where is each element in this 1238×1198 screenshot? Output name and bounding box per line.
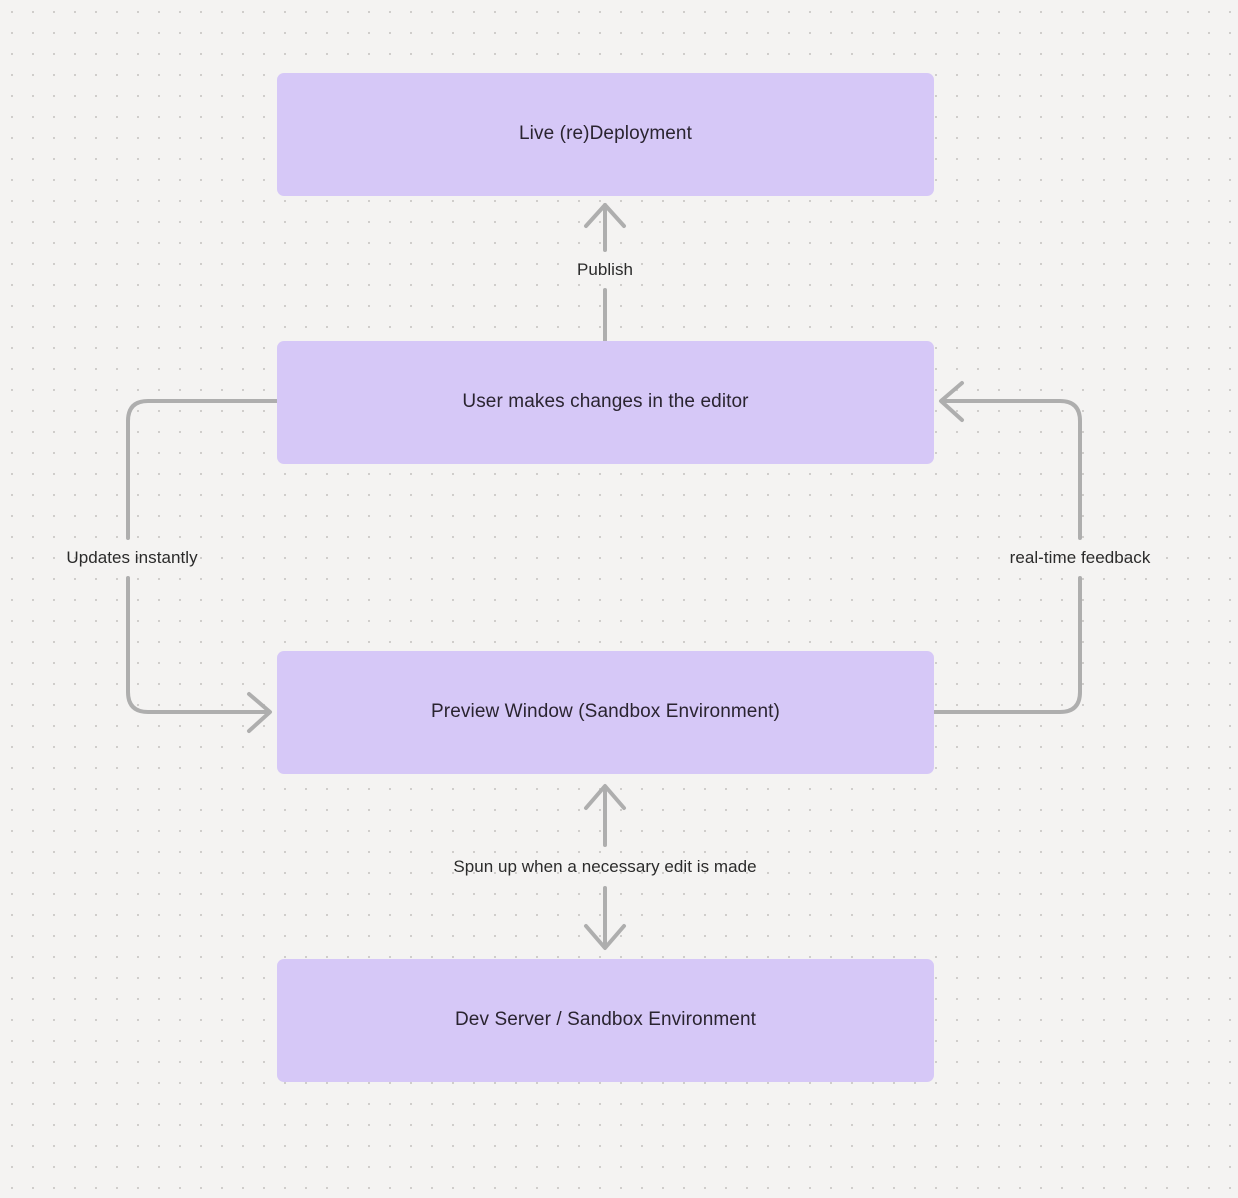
node-dev-server-label: Dev Server / Sandbox Environment [454, 1009, 756, 1031]
node-live-deployment[interactable]: Live (re)Deployment [277, 73, 934, 196]
edge-label-updates-instantly: Updates instantly [66, 548, 198, 567]
node-user-edits-label: User makes changes in the editor [462, 391, 749, 413]
edge-label-real-time-feedback: real-time feedback [1009, 548, 1151, 567]
edge-updates-instantly [126, 399, 279, 733]
edge-label-spun-up: Spun up when a necessary edit is made [453, 857, 757, 876]
node-user-edits[interactable]: User makes changes in the editor [277, 341, 934, 464]
node-dev-server[interactable]: Dev Server / Sandbox Environment [277, 959, 934, 1082]
node-preview-window-label: Preview Window (Sandbox Environment) [431, 701, 780, 723]
edge-spun-up [584, 784, 626, 950]
edge-label-publish: Publish [576, 260, 634, 279]
edge-publish [584, 203, 626, 343]
node-preview-window[interactable]: Preview Window (Sandbox Environment) [277, 651, 934, 774]
node-live-deployment-label: Live (re)Deployment [519, 123, 692, 145]
edge-real-time-feedback [932, 381, 1082, 714]
